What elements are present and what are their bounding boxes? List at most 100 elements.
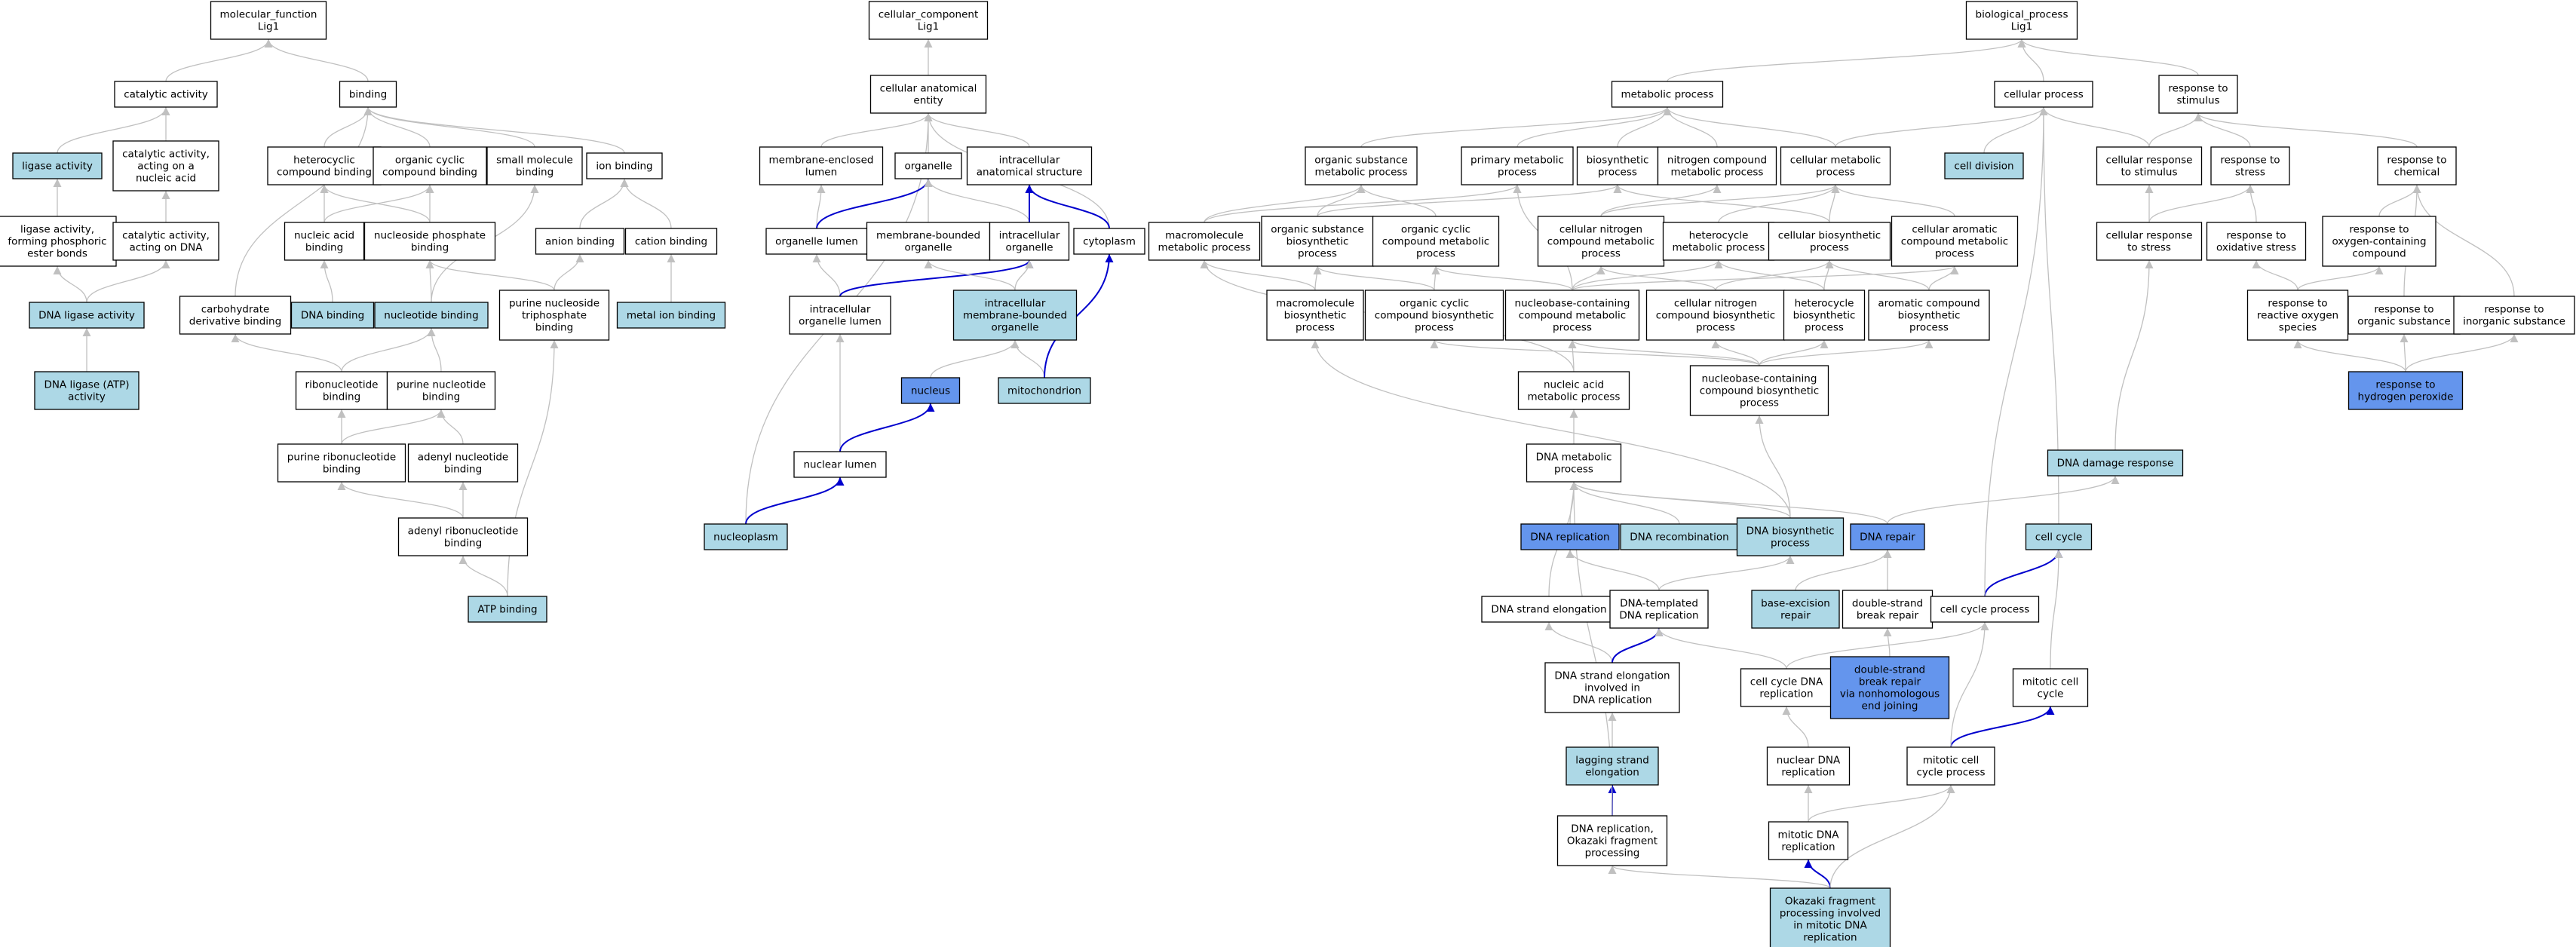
node-box	[1520, 523, 1620, 550]
edge-purine-nts-triphosphate-binding-to-nucleoside-phosphate-binding	[425, 259, 555, 291]
node-label-line: process	[1805, 321, 1844, 333]
edge-catalytic-activity-to-mf-root	[165, 38, 273, 82]
go-term-organelle-lumen: organelle lumen	[765, 228, 868, 255]
node-label-line: process	[1935, 247, 1974, 259]
edge-metabolic-process-to-bp-root	[1667, 38, 2026, 82]
edge-nucleobase-metabolic-to-heterocycle-metabolic	[1572, 259, 1723, 291]
edge-mitotic-cell-cycle-process-to-cell-cycle-process	[1950, 621, 1989, 748]
node-box	[868, 1, 989, 40]
edge-macromolecule-metabolic-to-primary-metabolic	[1204, 184, 1522, 223]
node-box	[2206, 222, 2307, 261]
node-box	[2012, 668, 2089, 707]
node-label-line: compound binding	[382, 166, 477, 178]
node-box	[1517, 371, 1630, 410]
edge-dna-damage-response-to-cellular-response-to-stress	[2114, 259, 2154, 451]
edge-cellular-aromatic-metabolic-to-cellular-metabolic	[1831, 184, 1955, 217]
edge-membrane-enclosed-lumen-to-cellular-anatomical-entity	[820, 112, 933, 148]
go-term-catalytic-activity: catalytic activity	[114, 81, 218, 108]
node-label-line: organelle	[904, 241, 952, 253]
edge-nuclear-dna-replication-to-cell-cycle-dna-replication	[1782, 706, 1809, 748]
node-label-line: intracellular	[999, 229, 1060, 241]
node-label-line: DNA replication	[1619, 609, 1698, 621]
node-label-line: binding	[535, 321, 573, 333]
node-label-line: DNA damage response	[2057, 457, 2174, 469]
edge-small-molecule-binding-to-binding	[363, 106, 535, 148]
node-label-line: mitotic DNA	[1778, 829, 1840, 841]
node-label-line: cellular_component	[879, 8, 978, 20]
node-label-line: small molecule	[496, 154, 573, 166]
node-label-line: binding	[516, 166, 554, 178]
node-box	[386, 371, 496, 410]
edge-response-to-stimulus-to-bp-root	[2017, 38, 2199, 76]
edge-cellular-biosynthetic-to-cellular-metabolic	[1829, 184, 1840, 223]
node-label-line: binding	[305, 241, 343, 253]
node-label-line: DNA binding	[301, 309, 364, 321]
node-label-line: response to	[2387, 154, 2446, 166]
node-box	[989, 222, 1070, 261]
edge-nucleobase-metabolic-to-organic-cyclic-metabolic	[1431, 265, 1573, 291]
edge-response-to-chemical-to-response-to-stimulus	[2194, 112, 2418, 148]
go-term-dna-damage-response: DNA damage response	[2047, 449, 2184, 477]
node-box	[1611, 81, 1724, 108]
edge-nucleobase-biosynthetic-to-heterocycle-biosynthetic	[1759, 339, 1829, 366]
node-label-line: biological_process	[1976, 8, 2068, 20]
node-label-line: organelle lumen	[799, 315, 882, 327]
node-box	[1657, 146, 1777, 185]
node-label-line: replication	[1781, 766, 1835, 778]
node-label-line: organic cyclic	[1401, 223, 1470, 235]
edge-mitotic-cell-cycle-process-to-mitotic-cell-cycle	[1950, 706, 2055, 748]
node-label-line: cellular nitrogen	[1559, 223, 1642, 235]
edge-dna-templated-replication-to-dna-replication	[1566, 549, 1660, 591]
node-label-line: catalytic activity	[124, 88, 208, 100]
node-box	[277, 443, 406, 483]
node-label-line: stimulus	[2176, 94, 2219, 106]
node-label-line: cytoplasm	[1083, 235, 1136, 247]
node-box	[1766, 746, 1851, 786]
node-box	[1769, 887, 1891, 947]
node-box	[1148, 222, 1261, 261]
go-term-cell-cycle-process: cell cycle process	[1930, 596, 2040, 623]
node-label-line: process	[1598, 166, 1637, 178]
node-label-line: metabolic process	[1158, 241, 1251, 253]
node-label-line: purine ribonucleotide	[287, 451, 396, 463]
node-box	[29, 302, 145, 329]
node-label-line: mitochondrion	[1007, 385, 1081, 397]
node-label-line: replication	[1759, 688, 1813, 700]
node-box	[1965, 1, 2078, 40]
go-term-dna-repair: DNA repair	[1850, 523, 1925, 550]
node-label-line: catalytic activity,	[122, 148, 210, 160]
node-box	[1073, 228, 1145, 255]
edge-purine-ribonucleotide-binding-to-purine-nucleotide-binding	[341, 409, 446, 445]
node-box	[290, 302, 375, 329]
node-box	[2210, 146, 2290, 185]
node-label-line: Lig1	[2011, 20, 2032, 32]
node-label-line: Okazaki fragment	[1785, 895, 1875, 907]
node-label-line: organelle	[991, 321, 1038, 333]
node-box	[900, 377, 961, 404]
edge-dsb-repair-nhej-to-dsb-repair	[1883, 627, 1892, 657]
edge-cell-cycle-to-cellular-process	[2039, 106, 2059, 525]
node-label-line: DNA ligase activity	[38, 309, 135, 321]
edge-cellular-metabolic-to-metabolic-process	[1663, 106, 1836, 148]
go-term-dna-strand-elongation: DNA strand elongation	[1481, 596, 1617, 623]
node-label-line: break repair	[1857, 609, 1919, 621]
node-label-line: primary metabolic	[1470, 154, 1564, 166]
edge-organic-substance-metabolic-to-metabolic-process	[1360, 106, 1672, 148]
node-box	[2246, 290, 2349, 341]
edge-nucleobase-biosynthetic-to-cellular-nitrogen-biosynthetic	[1711, 339, 1760, 366]
node-label-line: process	[1816, 166, 1855, 178]
